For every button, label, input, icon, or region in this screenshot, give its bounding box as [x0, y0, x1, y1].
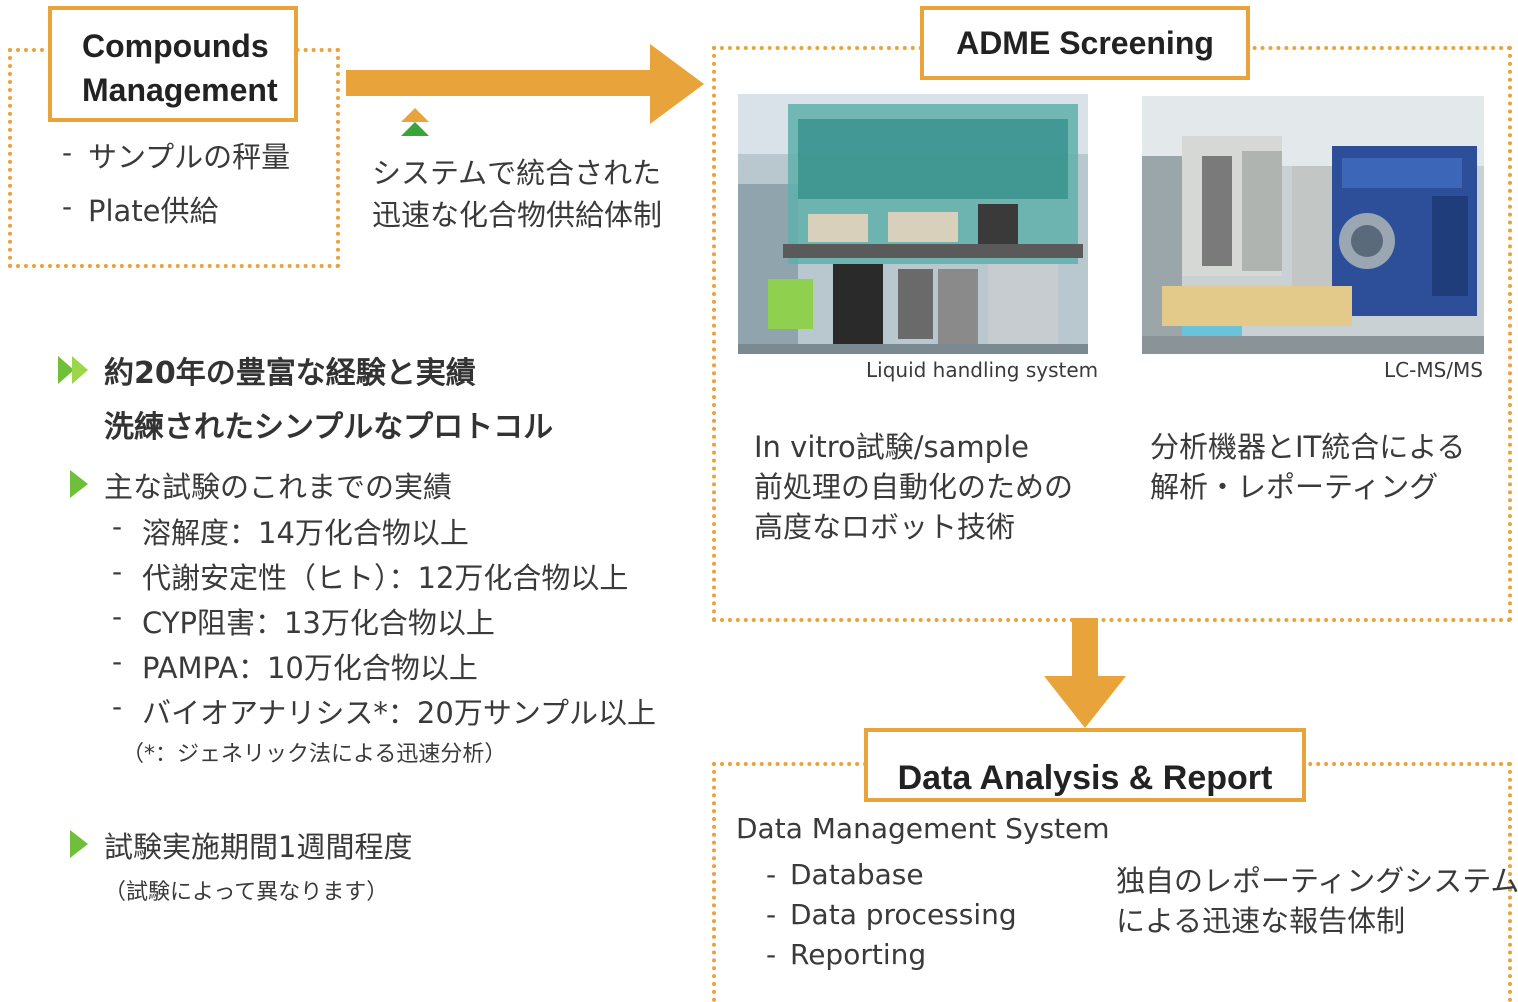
experience-dash-2: - [112, 555, 123, 588]
bullet-triangle-icon [70, 470, 88, 498]
report-desc-line1: 独自のレポーティングシステム [1116, 864, 1518, 898]
experience-dash-5: - [112, 690, 123, 723]
up-arrow-icon [398, 108, 432, 138]
experience-item-3: CYP阻害：13万化合物以上 [142, 606, 495, 640]
double-chevron-icon-left [58, 356, 74, 384]
report-dash-3: - [766, 938, 777, 971]
experience-item-1: 溶解度：14万化合物以上 [142, 516, 469, 550]
experience-footnote: （*：ジェネリック法による迅速分析） [122, 742, 507, 767]
compounds-title-line2: Management [82, 72, 278, 108]
lcms-photo [1142, 96, 1484, 354]
report-dash-2: - [766, 898, 777, 931]
adme-title-box: ADME Screening [920, 6, 1250, 80]
liquid-handling-caption: Liquid handling system [866, 358, 1099, 382]
adme-desc1-line2: 前処理の自動化のための [754, 470, 1074, 504]
experience-headline2: 洗練されたシンプルなプロトコル [104, 410, 554, 445]
experience-item-2: 代謝安定性（ヒト）：12万化合物以上 [142, 561, 629, 595]
flow-arrow-head [650, 44, 704, 124]
adme-desc1-line1: In vitro試験/sample [754, 430, 1029, 464]
experience-item-5: バイオアナリシス*：20万サンプル以上 [142, 696, 656, 730]
experience-headline1: 約20年の豊富な経験と実績 [104, 356, 476, 391]
compounds-title-box: Compounds Management [48, 6, 298, 122]
report-item-2: Data processing [790, 898, 1017, 931]
lcms-image [1142, 96, 1484, 354]
double-chevron-icon-right [72, 356, 88, 384]
liquid-handling-photo [738, 94, 1088, 354]
period-note: （試験によって異なります） [104, 880, 389, 905]
flow-arrow-down-shaft [1072, 618, 1098, 680]
report-title-box: Data Analysis & Report [864, 728, 1306, 802]
up-arrow-icon-top [401, 108, 429, 122]
bullet-triangle-icon-2 [70, 830, 88, 858]
adme-title: ADME Screening [956, 25, 1214, 61]
report-item-1: Database [790, 858, 924, 891]
compounds-item-2: Plate供給 [88, 194, 219, 228]
flow-arrow-down [1044, 618, 1126, 730]
report-dash-1: - [766, 858, 777, 891]
experience-dash-1: - [112, 510, 123, 543]
report-system-title: Data Management System [736, 812, 1110, 845]
adme-desc2-line2: 解析・レポーティング [1150, 470, 1439, 504]
adme-desc2-line1: 分析機器とIT統合による [1150, 430, 1466, 464]
double-chevron-icon [58, 356, 90, 384]
experience-dash-3: - [112, 600, 123, 633]
flow-arrow-shaft [346, 70, 654, 96]
lcms-caption: LC-MS/MS [1384, 358, 1483, 382]
report-desc-line2: による迅速な報告体制 [1116, 904, 1406, 938]
flow-note-line1: システムで統合された [372, 156, 662, 190]
experience-dash-4: - [112, 645, 123, 678]
compounds-item-dash-1: - [62, 136, 73, 169]
up-arrow-icon-bottom [401, 122, 429, 136]
period-title: 試験実施期間1週間程度 [104, 830, 413, 864]
report-title: Data Analysis & Report [897, 758, 1273, 797]
compounds-item-dash-2: - [62, 190, 73, 223]
report-item-3: Reporting [790, 938, 927, 971]
flow-arrow-right [346, 44, 708, 126]
flow-arrow-down-head [1044, 676, 1126, 728]
compounds-title-line1: Compounds [82, 28, 269, 64]
experience-item-4: PAMPA：10万化合物以上 [142, 651, 478, 685]
adme-desc1-line3: 高度なロボット技術 [754, 510, 1016, 544]
liquid-handling-image [738, 94, 1088, 354]
experience-subtitle: 主な試験のこれまでの実績 [104, 470, 453, 504]
flow-note-line2: 迅速な化合物供給体制 [372, 198, 663, 232]
compounds-item-1: サンプルの秤量 [88, 140, 291, 174]
